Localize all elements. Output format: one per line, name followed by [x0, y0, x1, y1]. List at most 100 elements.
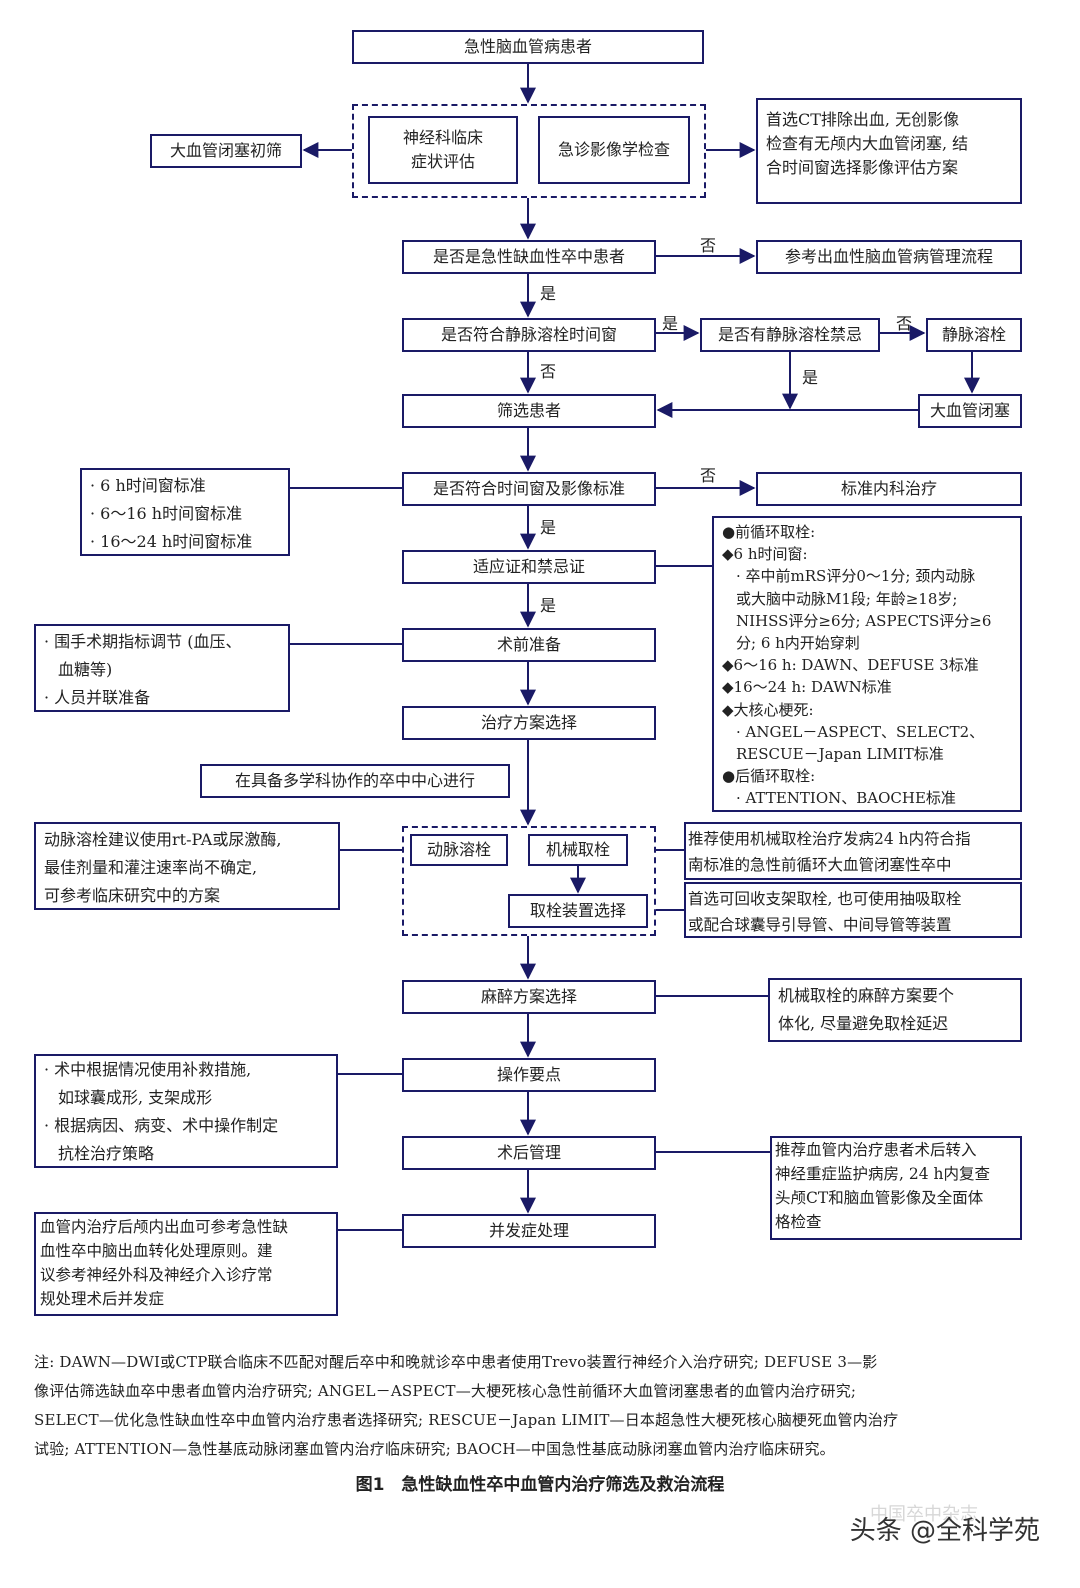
criteria-panel: ●前循环取栓: ◆6 h时间窗: · 卒中前mRS评分0～1分; 颈内动脉 或大…	[712, 516, 1022, 812]
footnote-line: SELECT—优化急性缺血性卒中血管内治疗患者选择研究; RESCUE－Japa…	[34, 1411, 899, 1429]
node-start-label: 急性脑血管病患者	[463, 37, 592, 56]
node-treatment-plan: 治疗方案选择	[402, 706, 656, 740]
node-preop: 术前准备	[402, 628, 656, 662]
note-complication-line: 规处理术后并发症	[40, 1290, 165, 1308]
note-arterial-line: 最佳剂量和灌注速率尚不确定,	[44, 858, 258, 877]
note-postop-line: 神经重症监护病房, 24 h内复查	[775, 1165, 990, 1183]
node-lvo-screen: 大血管闭塞初筛	[150, 134, 302, 168]
node-mechanical: 机械取栓	[528, 834, 628, 866]
note-anesthesia-line: 机械取栓的麻醉方案要个	[778, 986, 955, 1005]
criteria-line: NIHSS评分≥6分; ASPECTS评分≥6	[736, 611, 992, 630]
criteria-line: ◆6～16 h: DAWN、DEFUSE 3标准	[722, 656, 979, 675]
connector-lines	[290, 64, 980, 1231]
node-iv-window: 是否符合静脉溶栓时间窗	[402, 318, 656, 352]
note-mechanical: 推荐使用机械取栓治疗发病24 h内符合指 南标准的急性前循环大血管闭塞性卒中	[684, 822, 1022, 880]
node-device-label: 取栓装置选择	[529, 901, 626, 920]
node-standard-medical: 标准内科治疗	[756, 472, 1022, 506]
node-imaging: 急诊影像学检查	[538, 116, 690, 184]
criteria-line: ◆6 h时间窗:	[722, 545, 808, 564]
watermark: 头条 @全科学苑	[849, 1516, 1040, 1546]
node-lvo-label: 大血管闭塞	[929, 401, 1010, 420]
criteria-line: ◆16～24 h: DAWN标准	[722, 678, 892, 697]
edge-label-no: 否	[700, 236, 717, 255]
note-complication: 血管内治疗后颅内出血可参考急性缺 血性卒中脑出血转化处理原则。建 议参考神经外科…	[34, 1212, 338, 1316]
node-indications: 适应证和禁忌证	[402, 550, 656, 584]
note-complication-line: 血管内治疗后颅内出血可参考急性缺	[40, 1218, 289, 1236]
node-time-imaging-label: 是否符合时间窗及影像标准	[432, 479, 625, 498]
node-screen-patient: 筛选患者	[402, 394, 656, 428]
note-postop-line: 头颅CT和脑血管影像及全面体	[775, 1189, 984, 1207]
criteria-line: ◆大核心梗死:	[722, 700, 814, 719]
note-preop-line: · 围手术期指标调节 (血压、	[44, 632, 242, 651]
note-preop-line: 血糖等)	[58, 660, 113, 679]
node-is-ischemic-label: 是否是急性缺血性卒中患者	[432, 247, 625, 266]
node-time-imaging: 是否符合时间窗及影像标准	[402, 472, 656, 506]
node-lvo: 大血管闭塞	[918, 394, 1022, 428]
footnote-line: 注: DAWN—DWI或CTP联合临床不匹配对醒后卒中和晚就诊卒中患者使用Tre…	[34, 1353, 878, 1371]
node-mechanical-label: 机械取栓	[545, 840, 610, 859]
flowchart: 急性脑血管病患者 神经科临床 症状评估 急诊影像学检查 大血管闭塞初筛 首选CT…	[34, 30, 1022, 1316]
edge-label-yes: 是	[540, 518, 557, 537]
criteria-line: RESCUE－Japan LIMIT标准	[736, 745, 944, 764]
node-hemorrhagic-ref-label: 参考出血性脑血管病管理流程	[784, 247, 993, 266]
note-preop: · 围手术期指标调节 (血压、 血糖等) · 人员并联准备	[34, 624, 290, 712]
node-multidisc: 在具备多学科协作的卒中中心进行	[200, 764, 510, 798]
edge-label-no: 否	[700, 466, 717, 485]
edge-label-no: 否	[540, 362, 557, 381]
note-key-points: · 术中根据情况使用补救措施, 如球囊成形, 支架成形 · 根据病因、病变、术中…	[34, 1054, 338, 1168]
node-multidisc-label: 在具备多学科协作的卒中中心进行	[234, 771, 475, 790]
node-neuro-eval-line: 神经科临床	[402, 128, 483, 147]
edge-label-no: 否	[896, 314, 913, 333]
edge-label-yes: 是	[662, 314, 679, 333]
node-iv-window-label: 是否符合静脉溶栓时间窗	[440, 325, 617, 344]
node-complication: 并发症处理	[402, 1214, 656, 1248]
note-time-criteria-line: · 16～24 h时间窗标准	[90, 532, 253, 551]
note-key-points-line: 抗栓治疗策略	[58, 1144, 155, 1163]
edge-label-yes: 是	[540, 284, 557, 303]
note-time-criteria-line: · 6～16 h时间窗标准	[90, 504, 243, 523]
criteria-line: 或大脑中动脉M1段; 年龄≥18岁;	[736, 589, 958, 608]
note-device-line: 首选可回收支架取栓, 也可使用抽吸取栓	[688, 890, 962, 908]
note-ct: 首选CT排除出血, 无创影像 检查有无颅内大血管闭塞, 结 合时间窗选择影像评估…	[756, 98, 1022, 204]
node-start: 急性脑血管病患者	[352, 30, 704, 64]
node-key-points-label: 操作要点	[496, 1065, 561, 1084]
note-ct-line: 检查有无颅内大血管闭塞, 结	[766, 134, 969, 153]
criteria-line: ●后循环取栓:	[722, 767, 816, 786]
note-anesthesia: 机械取栓的麻醉方案要个 体化, 尽量避免取栓延迟	[768, 978, 1022, 1042]
node-iv-contra-label: 是否有静脉溶栓禁忌	[717, 325, 862, 344]
note-arterial: 动脉溶栓建议使用rt-PA或尿激酶, 最佳剂量和灌注速率尚不确定, 可参考临床研…	[34, 822, 340, 910]
edge-label-yes: 是	[540, 596, 557, 615]
node-imaging-label: 急诊影像学检查	[557, 140, 670, 159]
node-anesthesia-label: 麻醉方案选择	[480, 987, 577, 1006]
note-key-points-line: 如球囊成形, 支架成形	[58, 1088, 213, 1107]
note-postop: 推荐血管内治疗患者术后转入 神经重症监护病房, 24 h内复查 头颅CT和脑血管…	[770, 1136, 1022, 1240]
criteria-line: · 卒中前mRS评分0～1分; 颈内动脉	[736, 567, 976, 586]
node-neuro-eval: 神经科临床 症状评估	[368, 116, 518, 184]
node-neuro-eval-line: 症状评估	[410, 152, 475, 171]
node-lvo-screen-label: 大血管闭塞初筛	[169, 141, 282, 160]
note-ct-line: 合时间窗选择影像评估方案	[766, 158, 959, 177]
node-indications-label: 适应证和禁忌证	[472, 557, 585, 576]
node-is-ischemic: 是否是急性缺血性卒中患者	[402, 240, 656, 274]
figure-caption: 图1 急性缺血性卒中血管内治疗筛选及救治流程	[355, 1475, 725, 1495]
note-postop-line: 推荐血管内治疗患者术后转入	[775, 1141, 977, 1159]
node-postop-label: 术后管理	[496, 1143, 561, 1162]
footnote-line: 像评估筛选缺血卒中患者血管内治疗研究; ANGEL－ASPECT—大梗死核心急性…	[34, 1382, 857, 1400]
footnote-line: 试验; ATTENTION—急性基底动脉闭塞血管内治疗临床研究; BAOCH—中…	[34, 1440, 835, 1458]
node-complication-label: 并发症处理	[488, 1221, 569, 1240]
note-complication-line: 血性卒中脑出血转化处理原则。建	[40, 1242, 273, 1260]
node-postop: 术后管理	[402, 1136, 656, 1170]
node-arterial: 动脉溶栓	[410, 834, 508, 866]
node-screen-patient-label: 筛选患者	[496, 401, 561, 420]
note-mechanical-line: 推荐使用机械取栓治疗发病24 h内符合指	[688, 830, 971, 848]
node-anesthesia: 麻醉方案选择	[402, 980, 656, 1014]
footnotes: 注: DAWN—DWI或CTP联合临床不匹配对醒后卒中和晚就诊卒中患者使用Tre…	[34, 1348, 1046, 1464]
note-arterial-line: 可参考临床研究中的方案	[44, 886, 221, 905]
node-preop-label: 术前准备	[496, 635, 561, 654]
intervention-group	[402, 826, 656, 936]
node-treatment-plan-label: 治疗方案选择	[480, 713, 577, 732]
assessment-group	[352, 104, 706, 198]
note-time-criteria-line: · 6 h时间窗标准	[90, 476, 206, 495]
note-key-points-line: · 术中根据情况使用补救措施,	[44, 1060, 252, 1079]
node-iv-thrombolysis: 静脉溶栓	[926, 318, 1022, 352]
